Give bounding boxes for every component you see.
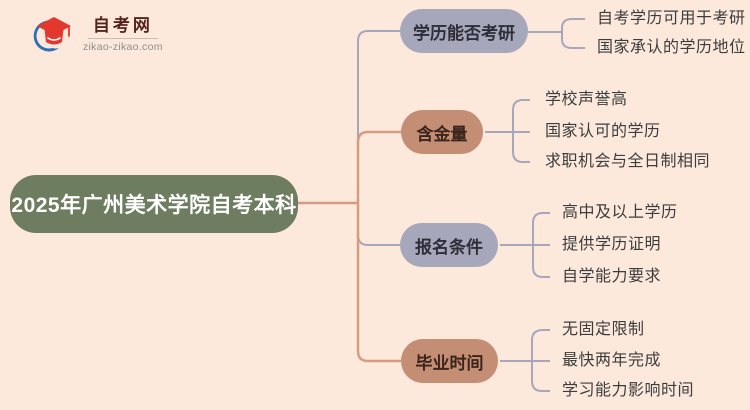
branch-node-exam-eligibility: 学历能否考研: [400, 9, 528, 53]
central-topic-node: 2025年广州美术学院自考本科: [10, 175, 298, 233]
leaf-item: 无固定限制: [562, 321, 645, 338]
site-url: zikao-zikao.com: [83, 40, 163, 53]
logo-divider: [87, 37, 158, 39]
leaf-item: 自学能力要求: [562, 268, 662, 285]
branch-node-requirements: 报名条件: [400, 223, 498, 267]
branch-node-graduation-time: 毕业时间: [401, 339, 498, 383]
branch-label: 毕业时间: [415, 353, 484, 373]
branch-label: 学历能否考研: [413, 23, 515, 43]
leaf-item: 国家承认的学历地位: [597, 39, 746, 56]
leaf-item: 国家认可的学历: [545, 123, 661, 140]
leaf-item: 学校声誉高: [545, 91, 628, 108]
graduation-cap-icon: [33, 17, 71, 52]
leaf-item: 自考学历可用于考研: [597, 10, 746, 27]
branch-label: 含金量: [416, 124, 468, 144]
leaf-item: 高中及以上学历: [562, 204, 678, 221]
site-name: 自考网: [92, 15, 153, 35]
branch-label: 报名条件: [415, 237, 483, 257]
leaf-item: 提供学历证明: [562, 236, 662, 253]
leaf-item: 求职机会与全日制相同: [545, 153, 711, 170]
leaf-item: 最快两年完成: [562, 352, 662, 369]
branch-node-value: 含金量: [401, 110, 483, 154]
site-logo: 自考网 zikao-zikao.com: [28, 11, 163, 57]
leaf-item: 学习能力影响时间: [562, 382, 695, 399]
